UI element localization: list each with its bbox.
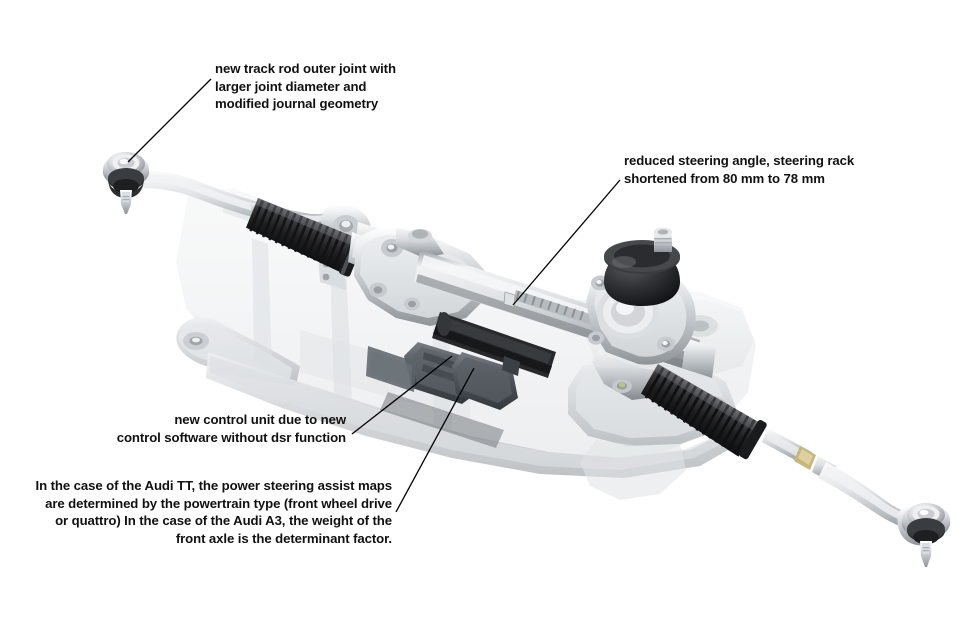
right-track-rod-ball-joint: [902, 503, 950, 567]
callout-track-rod-joint: new track rod outer joint with larger jo…: [215, 61, 396, 112]
callout-assist-maps: In the case of the Audi TT, the power st…: [35, 478, 393, 546]
left-track-rod-ball-joint: [103, 152, 149, 214]
callout-control-unit: new control unit due to new control soft…: [116, 412, 346, 445]
rubber-mount-cap: [604, 227, 680, 306]
right-bellows-boot: [641, 364, 767, 460]
callout-steering-angle: reduced steering angle, steering rack sh…: [624, 153, 855, 186]
electric-motor: [432, 312, 556, 378]
